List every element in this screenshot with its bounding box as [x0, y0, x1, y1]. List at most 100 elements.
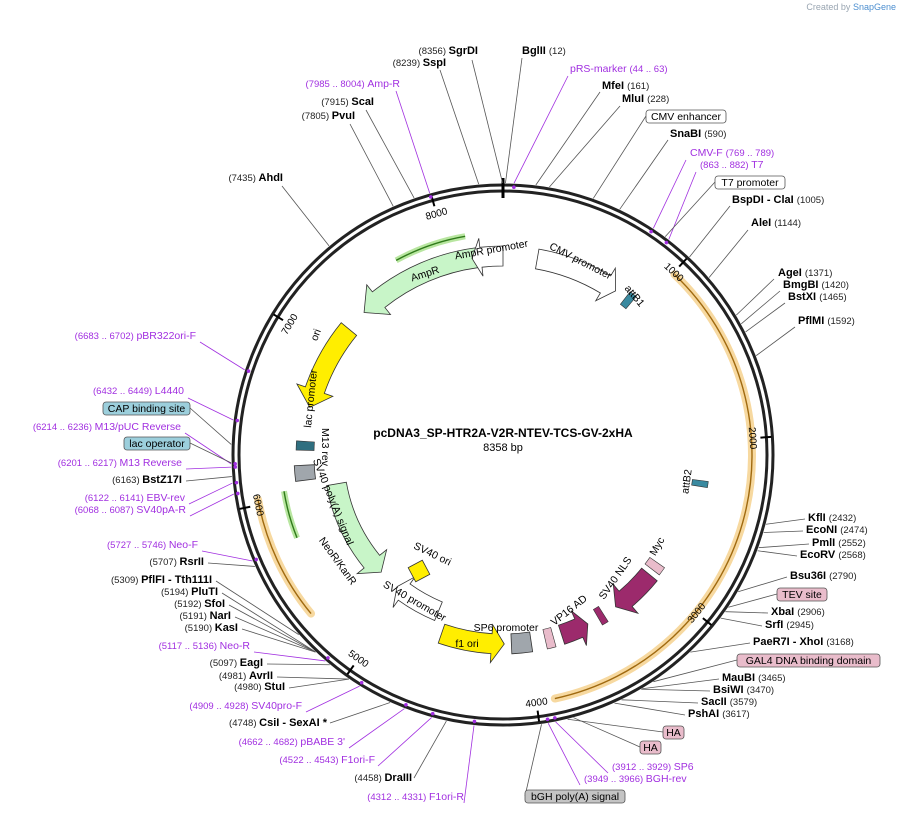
enzyme-label: (8239) SspI — [393, 57, 446, 69]
enzyme-label: (5194) PluTI — [161, 586, 218, 598]
plasmid-length: 8358 bp — [483, 442, 523, 454]
m13-rev-label: M13 rev — [319, 428, 331, 467]
primer-range: (6432 .. 6449) — [93, 386, 155, 397]
label-layer: (8356) SgrDI(8239) SspI(7915) ScaI(7805)… — [33, 45, 881, 804]
primer-leader-12 — [305, 685, 360, 713]
ampr-highlight-line — [395, 235, 466, 262]
enzyme-leader-19 — [738, 576, 788, 593]
primer-range: (863 .. 882) — [700, 160, 751, 171]
primer-site-mark — [472, 719, 477, 724]
enzyme-leader-17 — [758, 543, 810, 549]
sv40-promoter-feature — [392, 576, 443, 621]
enzyme-leader-0 — [471, 59, 503, 184]
primer-leader-1 — [513, 75, 569, 184]
enzyme-leader-10 — [708, 229, 749, 278]
enzyme-label: (5309) PflFI - Tth111I — [111, 574, 212, 586]
enzyme-label: PmlI (2552) — [812, 537, 866, 549]
box-label-frame — [662, 725, 685, 740]
enzyme-name: AleI — [751, 217, 774, 229]
enzyme-position: (5097) — [210, 658, 240, 669]
primer-site-mark — [235, 418, 240, 423]
primer-site-mark — [545, 717, 550, 722]
primer-range: (4312 .. 4331) — [367, 792, 429, 803]
primer-leader-17 — [547, 723, 581, 786]
attb2-feature — [691, 479, 709, 488]
enzyme-label: XbaI (2906) — [771, 606, 825, 618]
primer-leader-10 — [201, 550, 253, 562]
box-label-text: HA — [666, 727, 681, 739]
enzyme-leader-21 — [720, 617, 763, 627]
enzyme-position: (7435) — [228, 173, 258, 184]
box-leader-2 — [189, 407, 232, 445]
primer-range: (6201 .. 6217) — [58, 458, 120, 469]
sv40-nls-feature — [592, 605, 609, 626]
enzyme-label: AgeI (1371) — [778, 267, 832, 279]
enzyme-leader-26 — [614, 702, 686, 716]
sp6-promoter-feature — [510, 631, 534, 655]
enzyme-leader-31 — [228, 604, 316, 653]
primer-label: (6201 .. 6217) M13 Reverse — [58, 457, 182, 469]
enzyme-position: (5190) — [185, 623, 215, 634]
enzyme-label: (4748) CsiI - SexAI * — [229, 717, 328, 729]
enzyme-leader-1 — [439, 69, 480, 185]
enzyme-leader-7 — [549, 105, 621, 188]
enzyme-leader-12 — [741, 290, 781, 325]
enzyme-leader-25 — [621, 699, 699, 704]
enzyme-label: KflI (2432) — [808, 512, 856, 524]
enzyme-leader-18 — [757, 550, 798, 557]
box-leader-7 — [573, 717, 641, 748]
primer-leader-11 — [253, 651, 326, 662]
enzyme-name: CsiI - SexAI * — [259, 717, 328, 729]
box-label-frame — [524, 789, 626, 804]
enzyme-name: AvrII — [249, 670, 273, 682]
enzyme-position: (4981) — [219, 671, 249, 682]
enzyme-position: (7915) — [321, 97, 351, 108]
enzyme-label: (6163) BstZ17I — [112, 474, 182, 486]
enzyme-leader-36 — [288, 678, 349, 689]
plasmid-name: pcDNA3_SP-HTR2A-V2R-NTEV-TCS-GV-2xHA — [373, 426, 633, 440]
primer-leader-3 — [668, 171, 697, 240]
enzyme-position: (5192) — [174, 599, 204, 610]
primer-leader-0 — [395, 90, 431, 194]
primer-leader-15 — [463, 725, 475, 804]
box-leader-4 — [728, 593, 778, 608]
gal4-feature — [612, 567, 658, 615]
enzyme-label: PaeR7I - XhoI (3168) — [753, 636, 854, 648]
primer-leader-8 — [188, 482, 233, 505]
tick-mark-6000 — [239, 505, 251, 510]
enzyme-label: (5191) NarI — [179, 610, 231, 622]
center-title: pcDNA3_SP-HTR2A-V2R-NTEV-TCS-GV-2xHA 835… — [373, 426, 633, 454]
neo-green-highlight-line — [283, 491, 298, 539]
box-label-frame — [736, 653, 881, 668]
enzyme-position: (1465) — [819, 292, 846, 303]
cmv-promoter-feature — [535, 248, 616, 302]
neo-highlight-line — [257, 499, 312, 615]
box-label-frame — [776, 587, 828, 602]
primer-leader-16 — [555, 721, 609, 774]
enzyme-name: PmlI — [812, 537, 838, 549]
backbone-inner-strand — [237, 189, 769, 721]
enzyme-leader-15 — [765, 518, 806, 525]
enzyme-name: RsrII — [180, 556, 204, 568]
ha-feature — [542, 627, 557, 650]
enzyme-name: PvuI — [332, 110, 355, 122]
primer-name: L4440 — [155, 385, 184, 397]
primer-site-mark — [254, 557, 258, 562]
box-leader-0 — [592, 115, 647, 199]
enzyme-name: ScaI — [351, 96, 374, 108]
enzyme-leader-23 — [642, 678, 720, 690]
enzyme-label: BmgBI (1420) — [783, 279, 849, 291]
myc-feature — [644, 557, 665, 576]
enzyme-label: (7435) AhdI — [228, 172, 283, 184]
brand-prefix: Created by — [806, 2, 851, 12]
enzyme-position: (1371) — [805, 268, 832, 279]
enzyme-name: SspI — [423, 57, 446, 69]
enzyme-label: BsiWI (3470) — [713, 684, 774, 696]
primer-label: (6068 .. 6087) SV40pA-R — [75, 504, 187, 516]
enzyme-position: (3168) — [826, 637, 853, 648]
enzyme-position: (7805) — [302, 111, 332, 122]
enzyme-position: (1420) — [822, 280, 849, 291]
primer-name: EBV-rev — [146, 492, 185, 504]
enzyme-leader-37 — [329, 702, 391, 724]
